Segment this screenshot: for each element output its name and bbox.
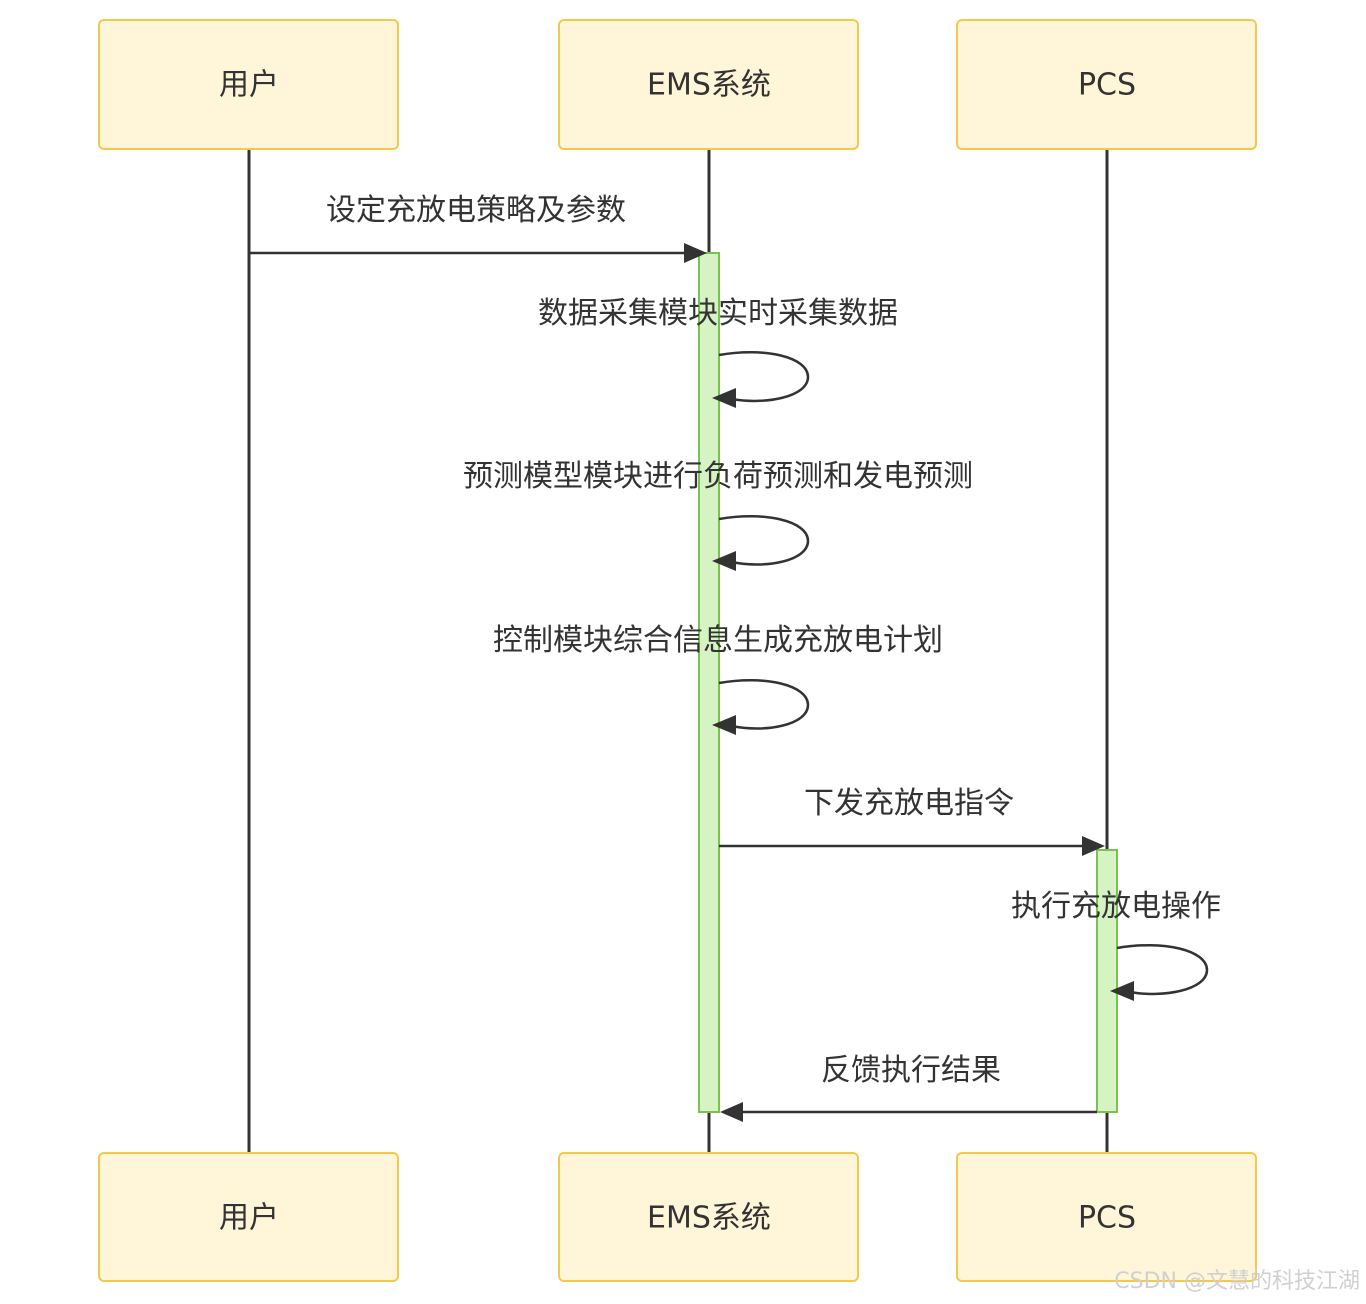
message-dispatch-command: 下发充放电指令	[719, 786, 1105, 856]
message-feedback: 反馈执行结果	[720, 1053, 1097, 1122]
actor-pcs-bottom-label: PCS	[1078, 1201, 1136, 1236]
arrow-left-icon	[712, 388, 736, 408]
message-plan-label: 控制模块综合信息生成充放电计划	[493, 623, 943, 658]
arrow-left-icon	[1110, 981, 1134, 1001]
message-feedback-label: 反馈执行结果	[821, 1053, 1001, 1088]
actor-pcs-top-label: PCS	[1078, 68, 1136, 103]
actor-user-top-label: 用户	[219, 68, 279, 103]
actor-user-top: 用户	[98, 19, 399, 150]
message-data-collection-label: 数据采集模块实时采集数据	[538, 296, 898, 331]
actor-ems-top-label: EMS系统	[647, 68, 771, 103]
message-plan: 控制模块综合信息生成充放电计划	[493, 623, 943, 735]
message-set-strategy: 设定充放电策略及参数	[249, 193, 707, 263]
actor-user-bottom: 用户	[98, 1152, 399, 1282]
activation-ems	[698, 252, 720, 1113]
actor-ems-top: EMS系统	[558, 19, 859, 150]
actor-ems-bottom: EMS系统	[558, 1152, 859, 1282]
actor-pcs-bottom: PCS	[956, 1152, 1257, 1282]
arrow-right-icon	[1082, 836, 1105, 856]
arrow-left-icon	[720, 1102, 743, 1122]
message-execute: 执行充放电操作	[1011, 889, 1221, 1001]
message-forecast-label: 预测模型模块进行负荷预测和发电预测	[463, 459, 973, 494]
arrow-left-icon	[712, 715, 736, 735]
message-execute-label: 执行充放电操作	[1011, 889, 1221, 924]
message-forecast: 预测模型模块进行负荷预测和发电预测	[463, 459, 973, 571]
arrow-right-icon	[684, 243, 707, 263]
watermark: CSDN @文慧的科技江湖	[1114, 1269, 1360, 1294]
message-data-collection: 数据采集模块实时采集数据	[538, 296, 898, 408]
arrow-left-icon	[712, 551, 736, 571]
message-set-strategy-label: 设定充放电策略及参数	[326, 193, 626, 228]
actor-user-bottom-label: 用户	[219, 1201, 279, 1236]
actor-pcs-top: PCS	[956, 19, 1257, 150]
activation-pcs	[1096, 849, 1118, 1113]
message-dispatch-command-label: 下发充放电指令	[804, 786, 1014, 821]
actor-ems-bottom-label: EMS系统	[647, 1201, 771, 1236]
